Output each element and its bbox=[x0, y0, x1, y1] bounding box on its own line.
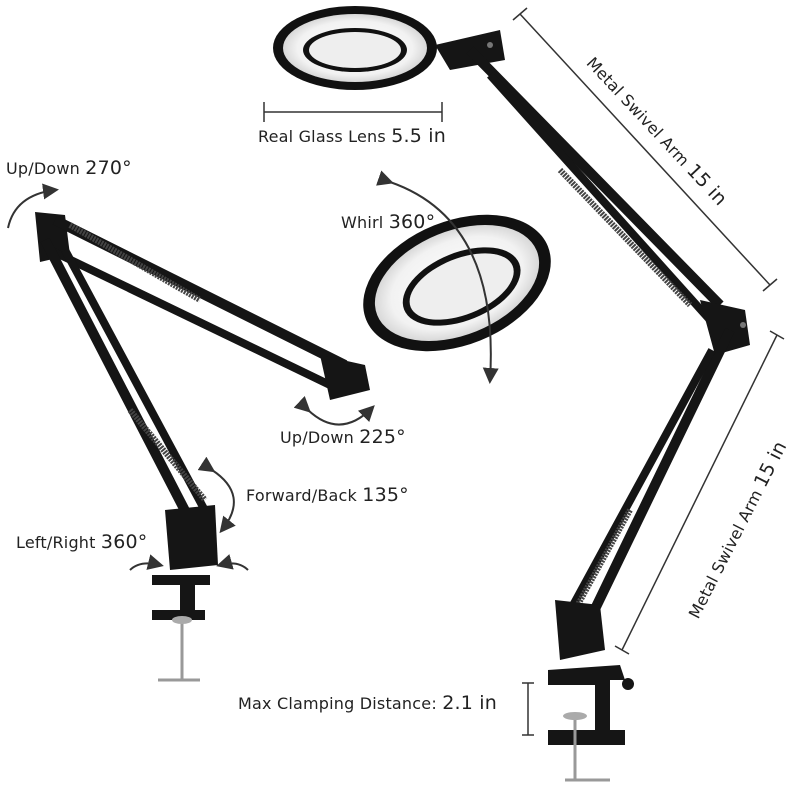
forward-back-135-arrow-icon bbox=[197, 456, 236, 534]
updown-225-arrow-icon bbox=[293, 395, 375, 426]
left-rotate-arrow-icon bbox=[129, 554, 164, 571]
left-right-label: Left/Right 360° bbox=[16, 531, 148, 553]
dimension-lines bbox=[263, 7, 785, 736]
whirl-label: Whirl 360° bbox=[341, 211, 436, 233]
rotation-arrows bbox=[7, 170, 499, 571]
right-rotate-arrow-icon bbox=[216, 554, 249, 571]
whirl-360-arrow-icon bbox=[376, 170, 499, 384]
clamp-distance-label: Max Clamping Distance: 2.1 in bbox=[238, 692, 497, 714]
right-magnifier-head bbox=[273, 6, 437, 90]
forward-back-label: Forward/Back 135° bbox=[246, 484, 409, 506]
lens-size-label: Real Glass Lens 5.5 in bbox=[258, 125, 447, 147]
updown-225-label: Up/Down 225° bbox=[280, 426, 406, 448]
right-lamp bbox=[273, 6, 750, 782]
updown-270-arrow-icon bbox=[7, 183, 59, 229]
updown-270-label: Up/Down 270° bbox=[6, 157, 132, 179]
